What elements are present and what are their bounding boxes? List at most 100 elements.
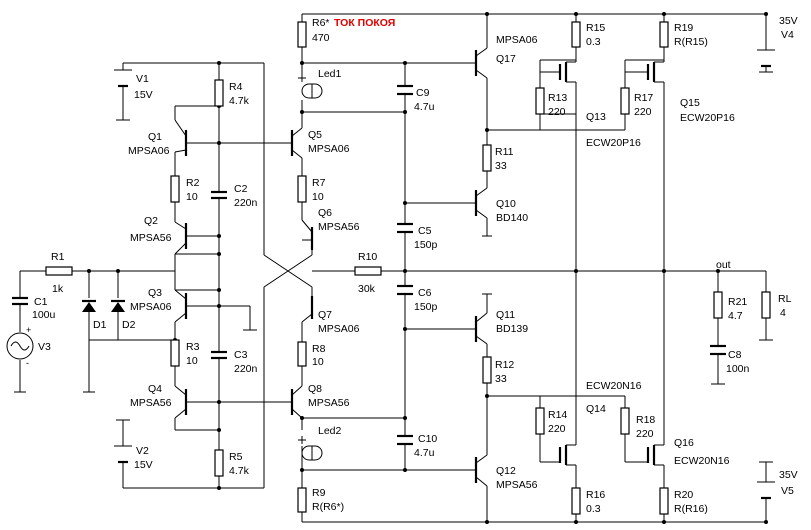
label-v1-value: 15V xyxy=(134,89,153,101)
label-q16-ref: Q16 xyxy=(674,437,694,449)
label-r6-note: ТОК ПОКОЯ xyxy=(334,17,395,29)
diode-d1 xyxy=(82,299,96,312)
wiring xyxy=(19,13,767,523)
transistor-q10 xyxy=(474,187,488,219)
label-r5-value: 4.7k xyxy=(229,465,250,477)
label-rl-value: 4 xyxy=(780,307,786,319)
label-r1-ref: R1 xyxy=(51,251,65,263)
capacitor-symbols xyxy=(12,84,726,446)
label-r4-value: 4.7k xyxy=(229,95,250,107)
label-r13-ref: R13 xyxy=(548,92,567,104)
resistor-r12 xyxy=(482,356,492,384)
label-r6-value: 470 xyxy=(312,32,330,44)
resistor-r18 xyxy=(620,407,630,435)
resistor-r3 xyxy=(170,339,180,367)
label-q11-ref: Q11 xyxy=(496,309,515,321)
battery-v1 xyxy=(114,69,132,121)
label-c10-ref: C10 xyxy=(418,433,437,445)
label-r14-ref: R14 xyxy=(548,409,567,421)
label-q1-ref: Q1 xyxy=(148,131,162,143)
svg-text:-: - xyxy=(26,358,29,368)
resistor-r1 xyxy=(45,266,73,276)
label-r1-value: 1k xyxy=(52,283,64,295)
led-led1 xyxy=(298,74,323,99)
label-r19-value: R(R15) xyxy=(674,36,708,48)
label-q5-value: MPSA06 xyxy=(308,143,350,155)
transistor-q1 xyxy=(174,119,188,156)
label-c2-value: 220n xyxy=(234,197,258,209)
label-q7-ref: Q7 xyxy=(318,309,332,321)
label-q2-ref: Q2 xyxy=(144,215,158,227)
label-r19-ref: R19 xyxy=(674,22,693,34)
transistor-q5 xyxy=(290,127,303,159)
label-v3-ref: V3 xyxy=(38,341,51,353)
label-led1-ref: Led1 xyxy=(318,68,342,80)
label-r7-value: 10 xyxy=(312,191,324,203)
label-c2-ref: C2 xyxy=(234,183,248,195)
label-r16-value: 0.3 xyxy=(586,503,601,515)
label-r7-ref: R7 xyxy=(312,177,326,189)
label-c5-value: 150p xyxy=(414,239,438,251)
label-q10-ref: Q10 xyxy=(496,198,516,210)
label-q3-ref: Q3 xyxy=(148,287,162,299)
label-c1-ref: C1 xyxy=(34,296,48,308)
label-r20-ref: R20 xyxy=(674,489,693,501)
label-r18-value: 220 xyxy=(636,428,654,440)
mosfet-symbols xyxy=(558,61,664,466)
resistor-r9 xyxy=(297,487,307,513)
label-r3-value: 10 xyxy=(186,355,198,367)
label-led2-ref: Led2 xyxy=(318,425,342,437)
label-r21-value: 4.7 xyxy=(728,310,743,322)
label-v2-value: 15V xyxy=(134,459,153,471)
mosfet-q15 xyxy=(646,61,664,83)
label-c8-ref: C8 xyxy=(728,349,742,361)
label-r6-ref: R6* xyxy=(312,17,330,29)
label-r21-ref: R21 xyxy=(728,296,747,308)
resistor-r11 xyxy=(482,144,492,172)
capacitor-c9 xyxy=(397,84,413,96)
transistor-q6 xyxy=(301,219,314,250)
label-q3-value: MPSA06 xyxy=(130,301,172,313)
label-c9-ref: C9 xyxy=(416,87,430,99)
mosfet-q13 xyxy=(558,61,576,83)
label-r14-value: 220 xyxy=(548,423,566,435)
resistor-symbols xyxy=(45,21,771,515)
resistor-r4 xyxy=(214,79,224,107)
label-v5-ref: V5 xyxy=(781,485,794,497)
label-r4-ref: R4 xyxy=(229,81,243,93)
label-c9-value: 4.7u xyxy=(414,101,435,113)
label-q13-value: ECW20P16 xyxy=(586,137,641,149)
capacitor-c1 xyxy=(12,290,28,311)
capacitor-c8 xyxy=(710,344,726,356)
junction-dots xyxy=(87,12,768,524)
label-c6-ref: C6 xyxy=(418,287,432,299)
label-r17-ref: R17 xyxy=(634,92,653,104)
label-r8-ref: R8 xyxy=(312,343,326,355)
label-q16-value: ECW20N16 xyxy=(674,455,730,467)
label-c6-value: 150p xyxy=(414,301,438,313)
transistor-q8 xyxy=(290,385,303,419)
label-r3-ref: R3 xyxy=(186,341,200,353)
resistor-r6 xyxy=(297,21,307,48)
label-q8-ref: Q8 xyxy=(308,383,322,395)
label-r10-ref: R10 xyxy=(358,251,377,263)
svg-text:+: + xyxy=(26,325,31,335)
label-c10-value: 4.7u xyxy=(414,447,435,459)
label-q14-ref: Q14 xyxy=(586,403,606,415)
label-r9-ref: R9 xyxy=(312,487,326,499)
label-q13-ref: Q13 xyxy=(586,111,606,123)
label-c1-value: 100u xyxy=(32,309,56,321)
label-d1-ref: D1 xyxy=(93,319,107,331)
transistor-q11 xyxy=(474,312,488,345)
label-v5-value: 35V xyxy=(779,469,798,481)
label-r9-value: R(R6*) xyxy=(312,501,344,513)
label-r13-value: 220 xyxy=(548,106,566,118)
label-q15-value: ECW20P16 xyxy=(680,112,735,124)
label-r11-ref: R11 xyxy=(495,146,514,158)
transistor-q4 xyxy=(174,385,188,419)
resistor-r21 xyxy=(713,291,723,319)
resistor-r14 xyxy=(535,407,545,435)
label-q15-ref: Q15 xyxy=(680,97,700,109)
diode-symbols xyxy=(82,74,323,461)
component-labels: R6* ТОК ПОКОЯ 470 V1 15V R4 4.7k Q1 MPSA… xyxy=(32,15,798,515)
